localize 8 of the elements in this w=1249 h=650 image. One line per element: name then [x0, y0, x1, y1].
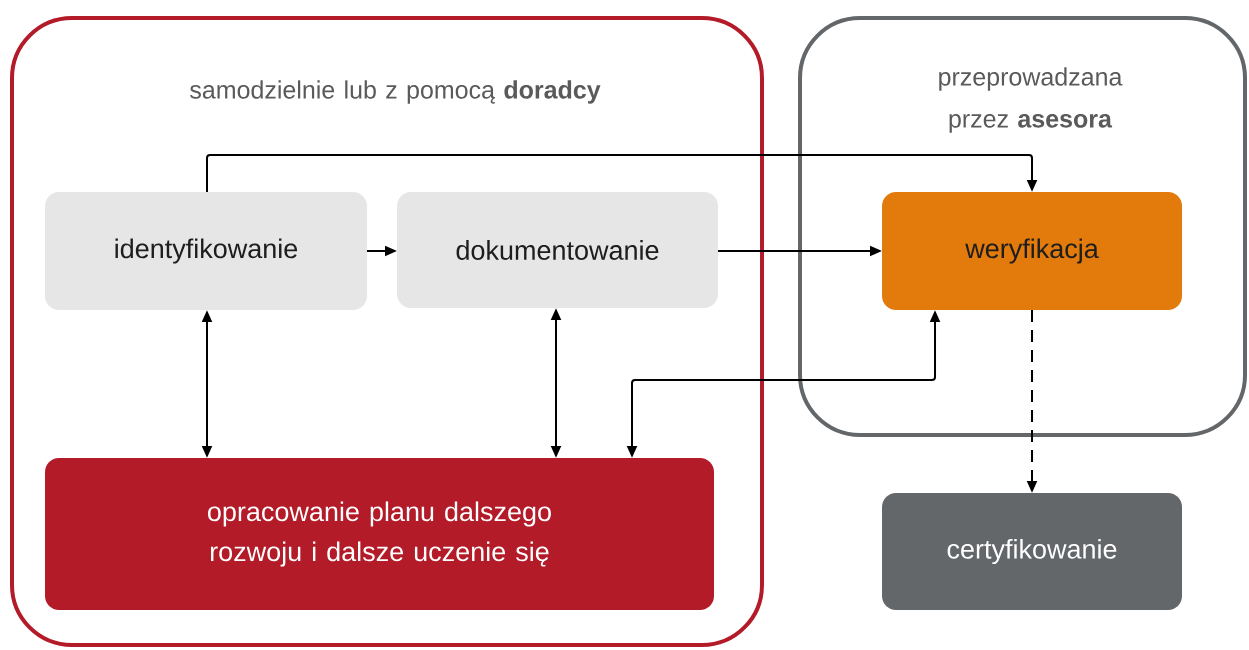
- process-box: opracowanie planu dalszego rozwoju i dalsze uczenie się: [45, 458, 714, 610]
- process-box: certyfikowanie: [882, 493, 1182, 610]
- process-box: identyfikowanie: [45, 192, 367, 310]
- arrow: [206, 154, 1038, 193]
- process-box: weryfikacja: [882, 192, 1182, 310]
- group-heading: samodzielnie lub z pomocą doradcy: [190, 80, 601, 104]
- process-box: dokumentowanie: [397, 192, 718, 308]
- group-heading: przeprowadzana przez asesora: [939, 67, 1123, 133]
